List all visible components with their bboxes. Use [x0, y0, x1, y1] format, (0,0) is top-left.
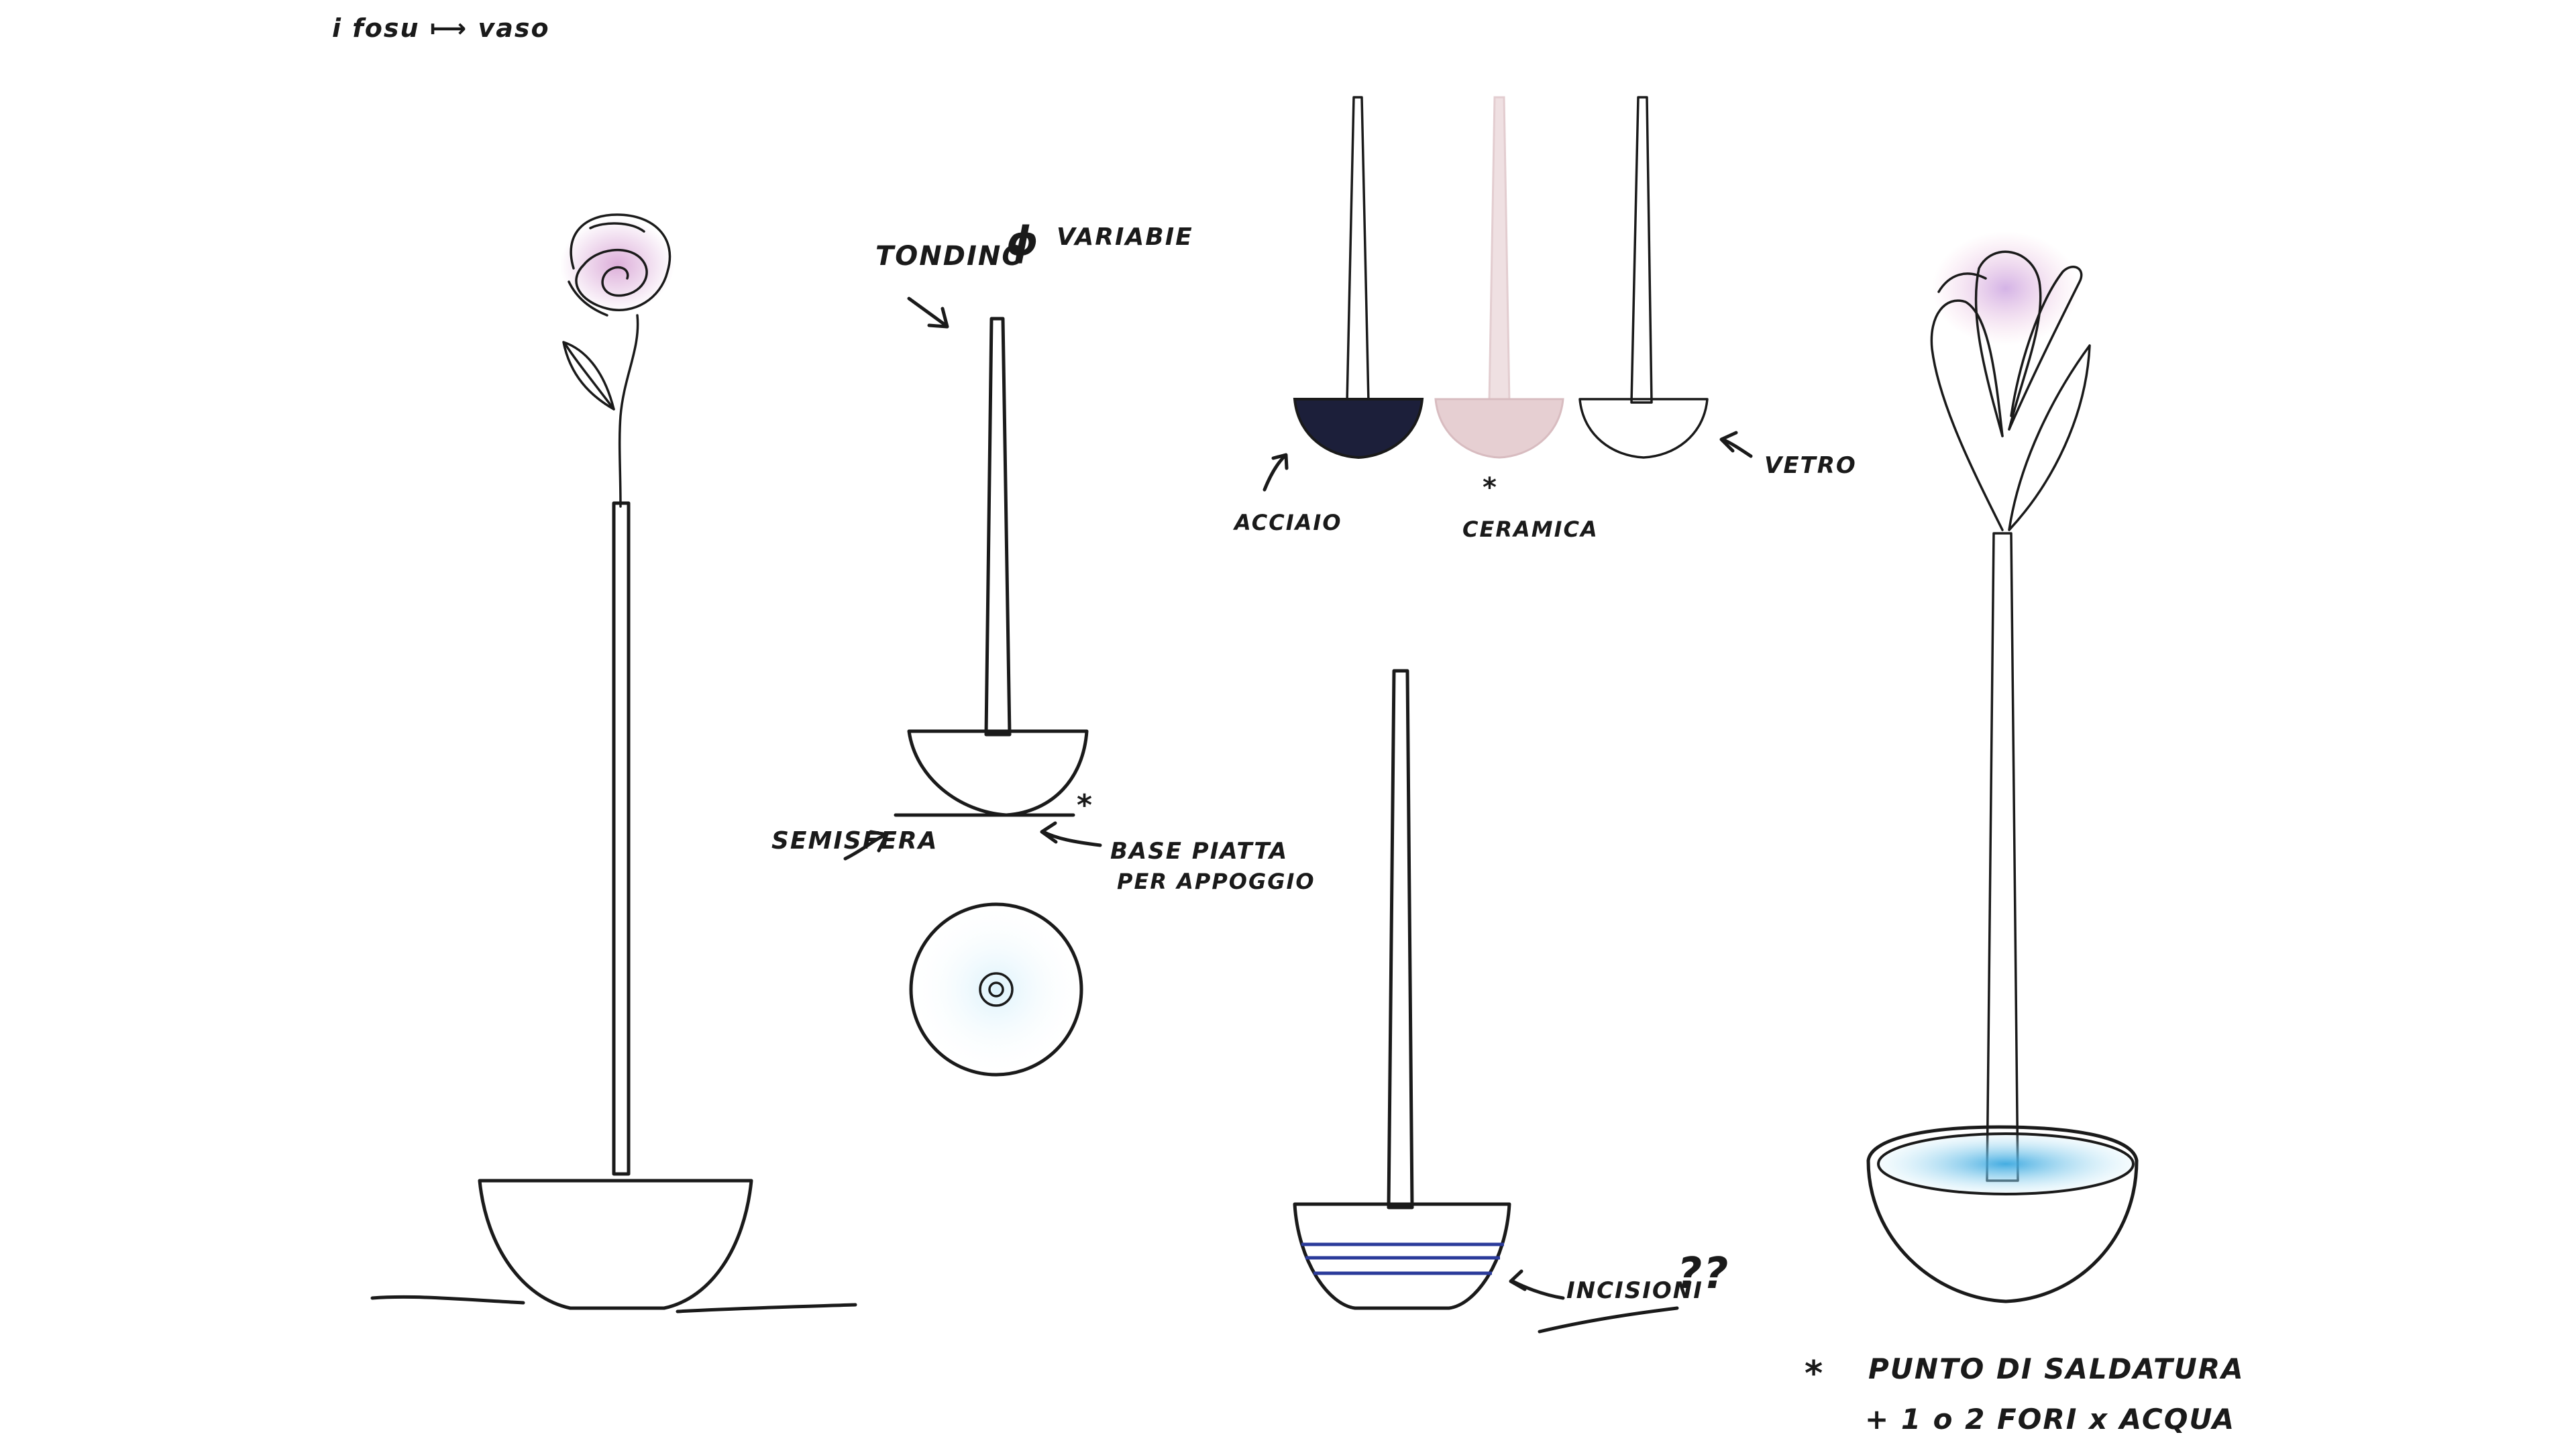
ceramic-stem [1488, 96, 1511, 404]
rose-stem [618, 314, 639, 508]
component-detail: TONDINO ϕ VARIABIE * SEMISFERA BASE PIAT… [771, 218, 1316, 1077]
engraved-rod [1387, 669, 1414, 1210]
label-fori-acqua: + 1 o 2 FORI x ACQUA [1865, 1403, 2235, 1436]
asterisk-ceramica: * [1483, 472, 1498, 503]
engraved-bowl [1293, 1202, 1511, 1310]
underline-incisioni [1538, 1306, 1679, 1334]
arrow-base-piatta-head [1040, 821, 1058, 844]
rose-flower-icon [568, 213, 672, 317]
label-base-piatta: BASE PIATTA [1110, 838, 1288, 865]
plan-view-disc [909, 902, 1083, 1077]
steel-stem [1346, 96, 1370, 404]
glass-stem [1630, 96, 1653, 404]
engraved-variant: INCISIONI ?? [1293, 669, 1729, 1334]
vase-rose-left [370, 213, 857, 1313]
hemisphere-base [478, 1179, 753, 1310]
arrow-vetro [1721, 437, 1753, 458]
arrow-tondino-head [927, 307, 949, 329]
arrow-incisioni-head [1509, 1269, 1527, 1291]
rod [984, 317, 1012, 737]
arrow-vetro-head [1719, 431, 1738, 453]
label-variabile: VARIABIE [1057, 223, 1193, 251]
vase-water-right: * PUNTO DI SALDATURA + 1 o 2 FORI x ACQU… [1805, 231, 2245, 1436]
arrow-semisfera-head [869, 830, 889, 853]
label-ceramica: CERAMICA [1462, 517, 1599, 542]
steel-bowl [1293, 398, 1424, 460]
tulip-flower-icon [1930, 250, 2083, 531]
rose-color-wash [560, 218, 674, 312]
wood-stem-tube [1986, 532, 2019, 1182]
label-vetro: VETRO [1764, 452, 1857, 479]
label-incisioni: INCISIONI [1566, 1277, 1703, 1304]
ceramic-bowl [1434, 398, 1564, 459]
label-per-appoggio: PER APPOGGIO [1117, 869, 1316, 894]
flower-color-wash [1932, 231, 2080, 345]
ground-line-right [676, 1303, 857, 1313]
vase-tube [612, 501, 631, 1176]
arrow-acciaio-head [1271, 453, 1289, 470]
label-incisioni-marks: ?? [1677, 1249, 1729, 1299]
leaf-icon [562, 341, 615, 411]
label-acciaio: ACCIAIO [1232, 510, 1342, 535]
asterisk-saldatura: * [1805, 1354, 1824, 1394]
semisphere [907, 729, 1089, 817]
ground-line-left [370, 1295, 525, 1305]
header-note-text: i fosu ⟼ vaso [332, 13, 550, 43]
arrow-tondino [907, 297, 948, 327]
tall-leaf-icon [2008, 344, 2091, 531]
arrow-incisioni [1511, 1279, 1565, 1300]
plan-view-ring [979, 972, 1014, 1007]
arrow-acciaio [1263, 454, 1287, 492]
water-surface [1877, 1132, 2135, 1195]
asterisk-weld-mark: * [1077, 788, 1093, 822]
plan-view-center [988, 981, 1004, 998]
label-punto-saldatura: PUNTO DI SALDATURA [1868, 1352, 2245, 1385]
water-bowl [1866, 1125, 2139, 1303]
header-note: i fosu ⟼ vaso [332, 13, 550, 43]
glass-bowl [1578, 398, 1709, 459]
material-variants: ACCIAIO * CERAMICA VETRO [1232, 96, 1857, 542]
label-semisfera: SEMISFERA [771, 827, 938, 855]
disc-glow [909, 902, 1083, 1077]
label-phi: ϕ [1006, 218, 1040, 265]
label-tondino: TONDINO [875, 241, 1026, 272]
arrow-semisfera [843, 833, 888, 861]
